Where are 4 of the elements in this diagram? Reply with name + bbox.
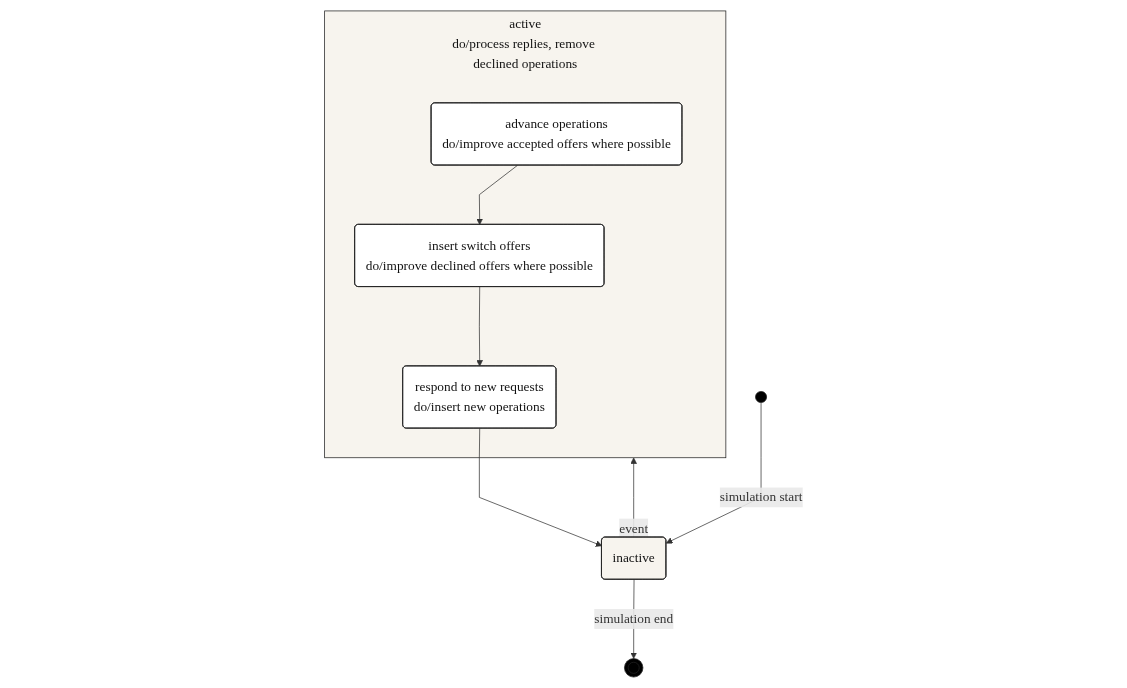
edge-label: simulation end — [594, 611, 674, 626]
edge-label: event — [619, 520, 649, 536]
node-circle — [755, 391, 767, 403]
edge-label: simulation start — [719, 489, 803, 505]
